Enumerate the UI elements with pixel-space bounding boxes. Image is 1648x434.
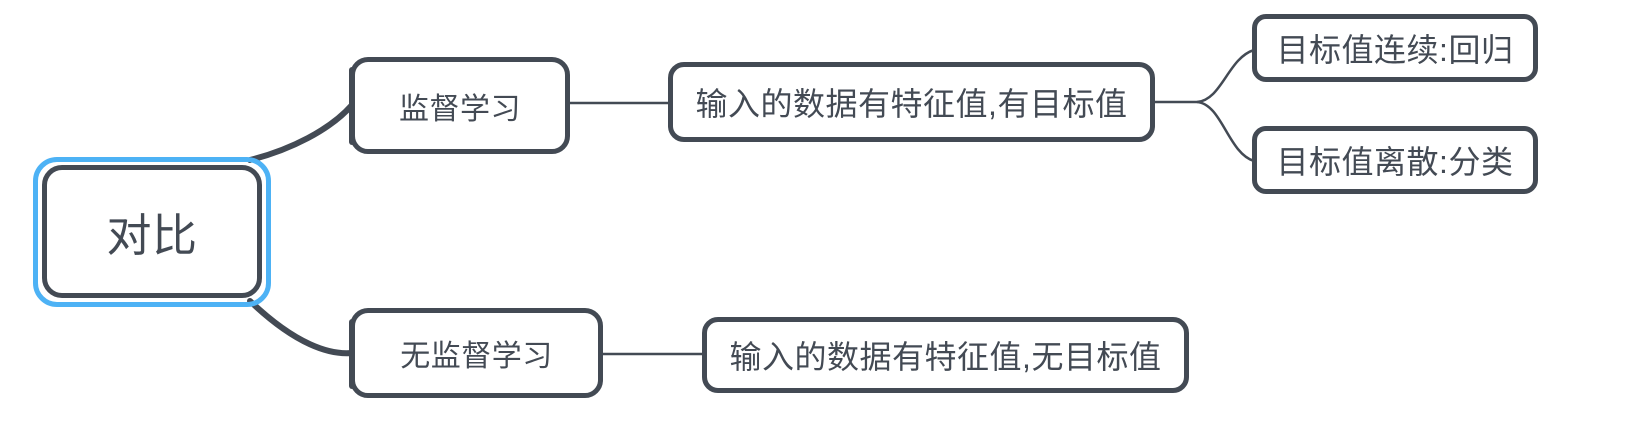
node-unsupervised-description-label: 输入的数据有特征值,无目标值	[729, 339, 1162, 375]
edge-root-to-supervised	[247, 102, 355, 163]
node-regression-label: 目标值连续:回归	[1276, 32, 1514, 68]
node-supervised[interactable]: 监督学习	[350, 57, 570, 154]
root-selection-outline	[33, 157, 271, 307]
edge-desc-to-classification	[1196, 100, 1255, 163]
node-supervised-description[interactable]: 输入的数据有特征值,有目标值	[668, 62, 1155, 142]
node-regression[interactable]: 目标值连续:回归	[1252, 14, 1538, 82]
node-root-label: 对比	[106, 210, 198, 261]
node-unsupervised-label: 无监督学习	[400, 340, 553, 373]
node-unsupervised-description[interactable]: 输入的数据有特征值,无目标值	[702, 317, 1189, 393]
node-root[interactable]: 对比	[42, 165, 262, 298]
node-classification[interactable]: 目标值离散:分类	[1252, 126, 1538, 194]
edge-root-to-unsupervised	[247, 298, 355, 357]
node-supervised-description-label: 输入的数据有特征值,有目标值	[695, 86, 1128, 122]
node-unsupervised[interactable]: 无监督学习	[350, 308, 603, 398]
node-supervised-label: 监督学习	[399, 92, 521, 126]
node-classification-label: 目标值离散:分类	[1276, 144, 1514, 180]
edge-desc-to-regression	[1196, 48, 1255, 104]
